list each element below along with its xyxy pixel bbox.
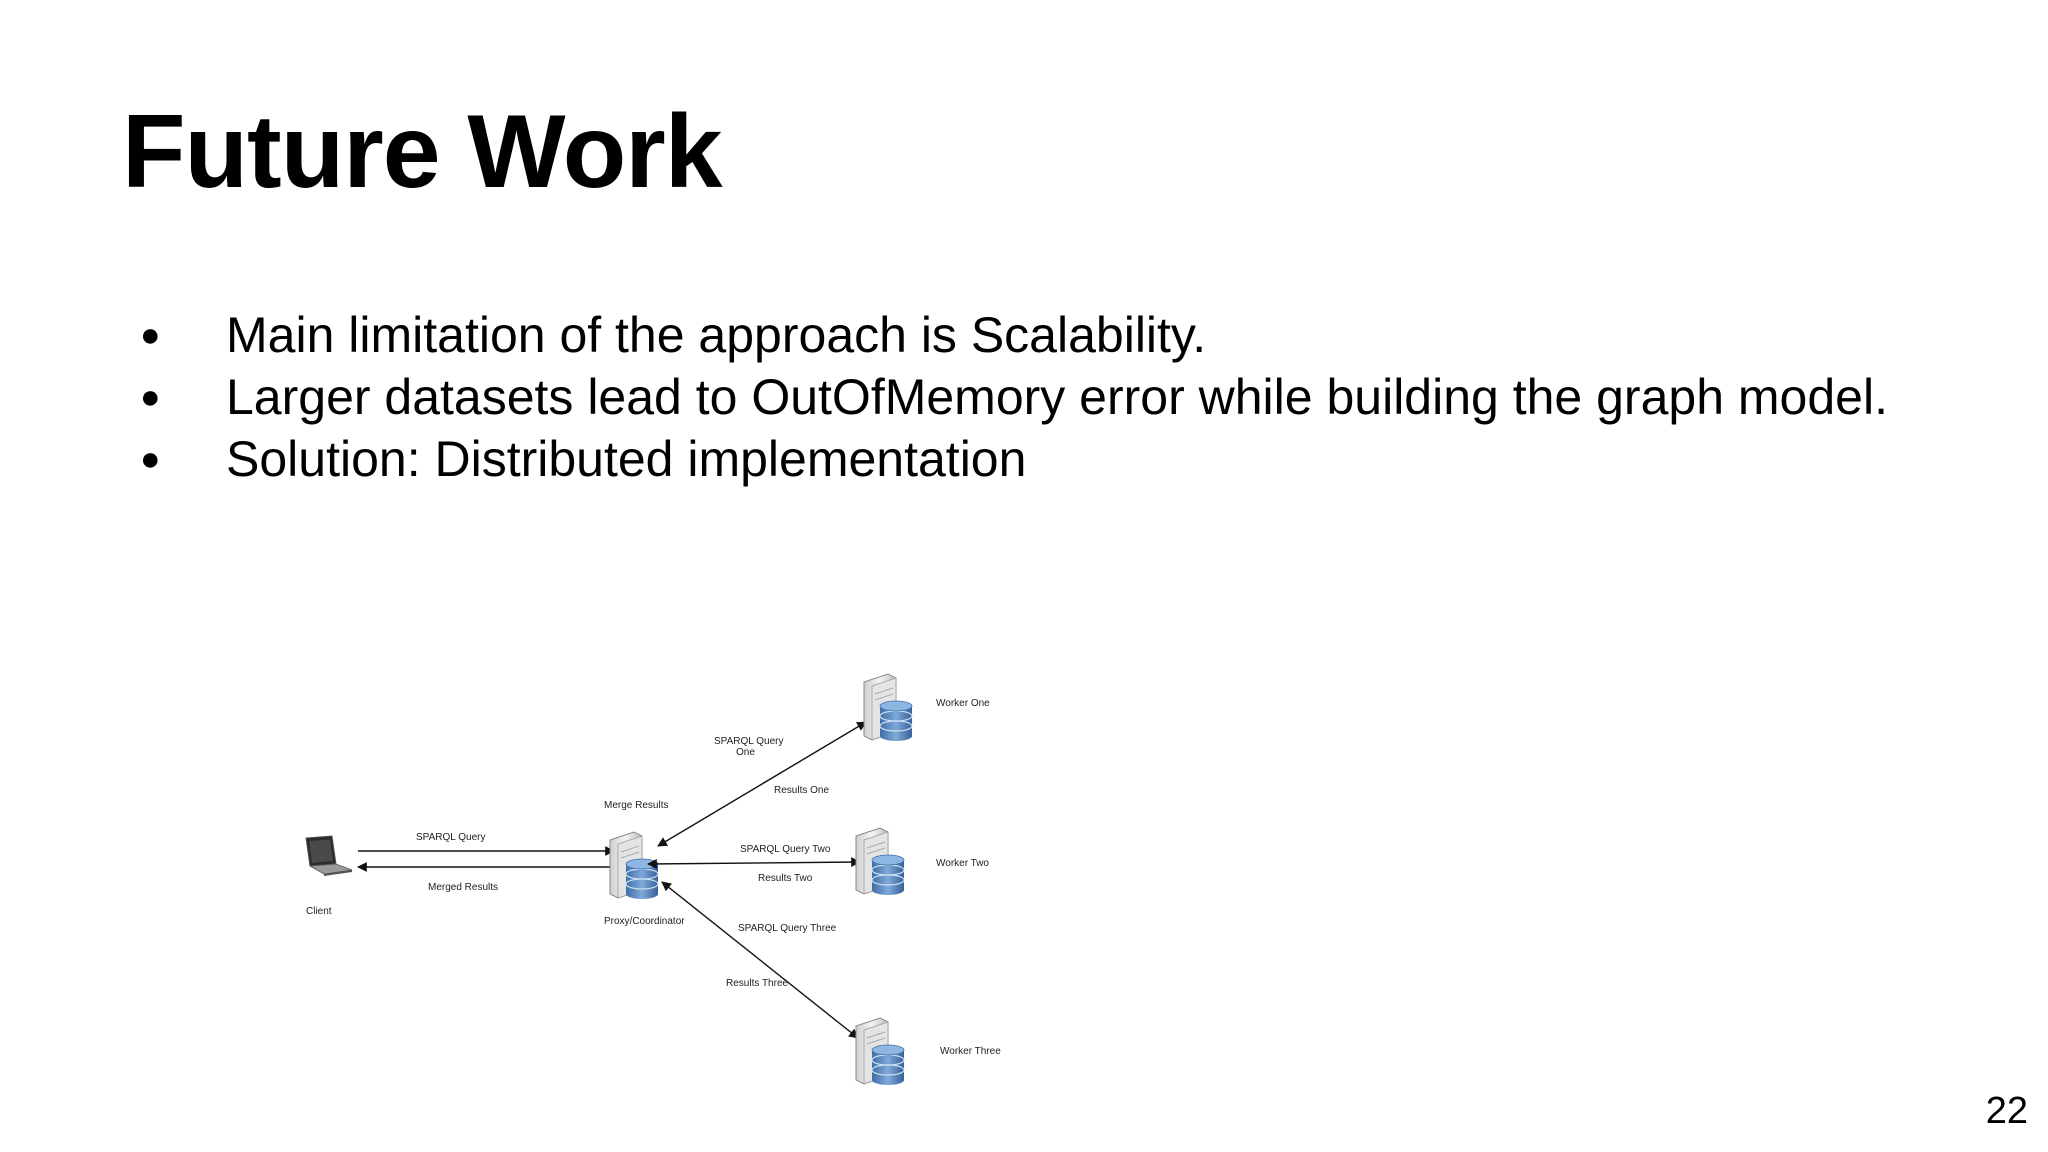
- worker-one-link: [657, 721, 867, 847]
- page-number: 22: [1985, 1090, 2028, 1132]
- bullet-text: Larger datasets lead to OutOfMemory erro…: [226, 369, 1888, 425]
- laptop-icon: [305, 835, 353, 876]
- worker-three-link: [661, 881, 859, 1039]
- bullet-item: ● Larger datasets lead to OutOfMemory er…: [140, 366, 1888, 428]
- distributed-architecture-diagram: Client SPARQL Query Merged Results Proxy…: [305, 673, 1001, 1086]
- worker-two-server-icon: [855, 827, 905, 896]
- coordinator-label: Proxy/Coordinator: [604, 916, 685, 927]
- bullet-dot: ●: [140, 316, 161, 354]
- results-two-label: Results Two: [758, 873, 813, 884]
- coordinator-server-icon: [609, 831, 659, 900]
- merged-results-label: Merged Results: [428, 882, 498, 893]
- bullet-item: ● Solution: Distributed implementation: [140, 428, 1888, 490]
- worker-two-link: [647, 857, 861, 869]
- query-two-label: SPARQL Query Two: [740, 844, 831, 855]
- worker-three-label: Worker Three: [940, 1046, 1001, 1057]
- bullet-text: Solution: Distributed implementation: [226, 431, 1027, 487]
- bullet-list: ● Main limitation of the approach is Sca…: [140, 304, 1888, 490]
- results-one-label: Results One: [774, 785, 829, 796]
- bullet-item: ● Main limitation of the approach is Sca…: [140, 304, 1888, 366]
- query-one-label: SPARQL Query: [714, 736, 783, 747]
- slide-title: Future Work: [122, 94, 723, 210]
- bullet-text: Main limitation of the approach is Scala…: [226, 307, 1207, 363]
- merge-results-label: Merge Results: [604, 800, 668, 811]
- sparql-query-label: SPARQL Query: [416, 832, 485, 843]
- client-label: Client: [306, 906, 332, 917]
- query-three-label: SPARQL Query Three: [738, 923, 837, 934]
- worker-three-server-icon: [855, 1017, 905, 1086]
- worker-one-server-icon: [863, 673, 913, 742]
- results-three-label: Results Three: [726, 978, 789, 989]
- query-one-label-2: One: [736, 747, 755, 758]
- worker-two-label: Worker Two: [936, 858, 989, 869]
- bullet-dot: ●: [140, 440, 161, 478]
- bullet-dot: ●: [140, 378, 161, 416]
- worker-one-label: Worker One: [936, 698, 990, 709]
